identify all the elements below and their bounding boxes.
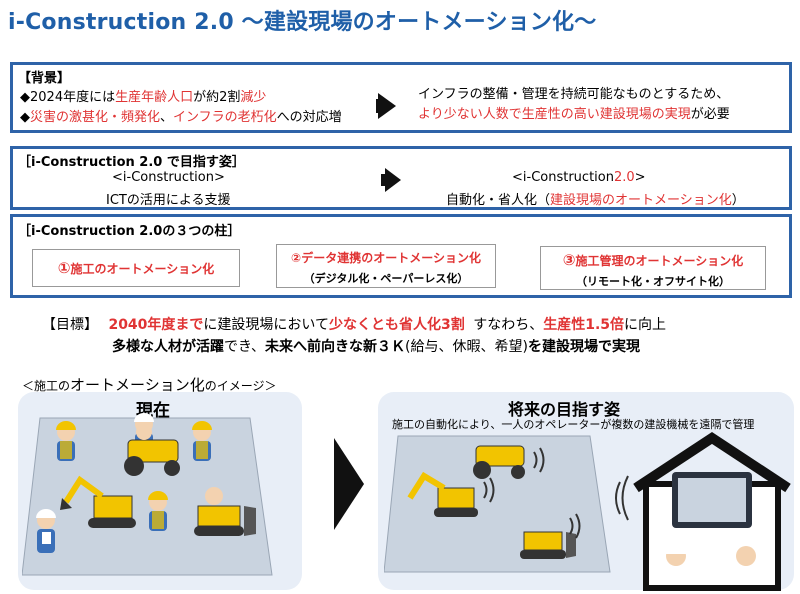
background-header: 【背景】: [18, 71, 71, 86]
image-caption-b: オートメーション化: [70, 376, 205, 394]
future-label: 将来の目指す姿: [508, 400, 621, 419]
signal-icon: [483, 447, 629, 539]
pillar-2-title: データ連携のオートメーション化: [301, 251, 481, 265]
future-site-illustration: [384, 432, 791, 591]
target-text-c: 少なくとも省人化3割: [329, 317, 465, 333]
goal-left-1: <i-Construction>: [112, 170, 225, 185]
bullet-2-text-c: インフラの老朽化: [173, 110, 277, 125]
arrow-right-icon: [385, 168, 401, 192]
target-text-a: 2040年度まで: [108, 317, 204, 333]
bullet-mark: ◆: [20, 110, 30, 125]
target-line-2-e: を建設現場で実現: [527, 339, 640, 355]
pillar-1-title: 施工のオートメーション化: [70, 262, 215, 276]
arrow-shaft: [381, 174, 387, 186]
pillar-3-number: ③: [562, 251, 576, 269]
goal-right-1: <i-Construction2.0>: [512, 170, 646, 185]
excavator-icon: [407, 471, 478, 517]
target-line-2-d: (給与、休暇、希望): [405, 339, 528, 355]
target-text-e: 生産性1.5倍: [543, 317, 625, 333]
goal-left-2: ICTの活用による支援: [106, 193, 231, 208]
bullet-1-text-b: 生産年齢人口: [115, 90, 194, 105]
goal-right-1-b: 2.0: [613, 170, 635, 185]
goal-right-1-a: <i-Construction: [512, 170, 614, 185]
pillar-1: ①施工のオートメーション化: [32, 249, 240, 287]
pillar-2: ②データ連携のオートメーション化 （デジタル化・ペーパーレス化）: [276, 244, 496, 288]
goal-box: [10, 146, 792, 210]
goal-right-2-c: ）: [731, 193, 745, 208]
worker-icon: [148, 491, 168, 531]
pillar-2-number: ②: [291, 251, 302, 265]
image-caption-c: のイメージ＞: [204, 379, 277, 393]
road-roller-icon: [124, 424, 180, 476]
bulldozer-icon: [520, 531, 576, 559]
target-line-2-b: でき、: [224, 339, 266, 355]
bullet-mark: ◆: [20, 90, 30, 105]
goal-right-2-a: 自動化・省人化（: [446, 193, 551, 208]
goal-right-1-c: >: [634, 170, 646, 185]
goal-right-2-b: 建設現場のオートメーション化: [550, 193, 732, 208]
result-2-text-b: が必要: [690, 107, 730, 122]
worker-icon: [192, 421, 212, 461]
page-title: i-Construction 2.0 〜建設現場のオートメーション化〜: [8, 10, 597, 35]
bullet-2-text-d: への対応増: [276, 110, 342, 125]
pillar-3-subtitle: （リモート化・オフサイト化）: [576, 275, 730, 288]
arrow-right-icon: [334, 438, 364, 530]
pillar-3: ③施工管理のオートメーション化 （リモート化・オフサイト化）: [540, 246, 766, 290]
bulldozer-icon: [194, 487, 256, 536]
target-line-2-a: 多様な人材が活躍: [112, 339, 224, 355]
target-line-2-c: 未来へ前向きな新３Ｋ: [265, 339, 406, 355]
target-text-b: に建設現場において: [203, 317, 330, 333]
bullet-1-text-d: 減少: [240, 90, 267, 105]
arrow-shaft: [376, 99, 382, 113]
target-text-d: すなわち、: [473, 317, 544, 333]
worker-icon: [56, 421, 76, 461]
target-line-1: 【目標】 2040年度までに建設現場において少なくとも省人化3割 すなわち、生産…: [42, 314, 666, 334]
target-text-f: に向上: [624, 317, 667, 333]
background-box: [10, 62, 792, 133]
background-result-2: より少ない人数で生産性の高い建設現場の実現が必要: [418, 103, 730, 122]
pillar-2-subtitle: （デジタル化・ペーパーレス化）: [303, 272, 469, 285]
road-roller-icon: [473, 445, 525, 479]
arrow-right-icon: [378, 93, 396, 119]
image-caption-a: ＜施工の: [22, 379, 71, 393]
remote-office-icon: [633, 432, 791, 591]
result-2-text-a: より少ない人数で生産性の高い建設現場の実現: [418, 107, 691, 122]
goal-right-2: 自動化・省人化（建設現場のオートメーション化）: [446, 189, 745, 208]
bullet-1-text-a: 2024年度には: [30, 90, 116, 105]
image-caption: ＜施工のオートメーション化のイメージ＞: [22, 374, 276, 395]
excavator-icon: [60, 475, 136, 528]
target-line-2: 多様な人材が活躍でき、未来へ前向きな新３Ｋ(給与、休暇、希望)を建設現場で実現: [112, 336, 640, 356]
background-bullet-2: ◆災害の激甚化・頻発化、インフラの老朽化への対応増: [20, 106, 342, 125]
background-bullet-1: ◆2024年度には生産年齢人口が約2割減少: [20, 86, 266, 105]
pillar-3-title: 施工管理のオートメーション化: [575, 254, 744, 268]
target-label: 【目標】: [42, 317, 98, 333]
bullet-2-text-a: 災害の激甚化・頻発化: [30, 110, 161, 125]
background-result-1: インフラの整備・管理を持続可能なものとするため、: [418, 87, 730, 102]
worker-icon: [36, 509, 56, 553]
pillar-1-number: ①: [57, 259, 71, 277]
goal-header: ［i-Construction 2.0 で目指す姿］: [18, 155, 245, 170]
future-caption: 施工の自動化により、一人のオペレーターが複数の建設機械を遠隔で管理: [392, 418, 755, 431]
pillars-header: ［i-Construction 2.0の３つの柱］: [18, 224, 241, 239]
bullet-2-text-b: 、: [160, 110, 174, 125]
bullet-1-text-c: が約2割: [193, 90, 241, 105]
current-site-illustration: [22, 413, 273, 576]
